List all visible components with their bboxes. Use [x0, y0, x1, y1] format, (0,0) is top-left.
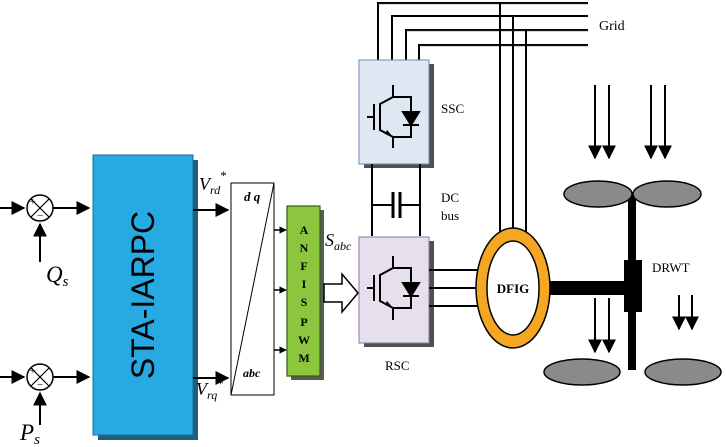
- pwm-letter: A: [300, 223, 309, 237]
- pwm-box: [286, 205, 321, 377]
- pwm-letter: F: [300, 259, 307, 273]
- vrq-label: Vrq*: [196, 376, 224, 402]
- wind-arrows-lower: [588, 295, 699, 354]
- blade: [543, 358, 621, 386]
- tower-shaft: [628, 195, 636, 370]
- pwm-letter: N: [300, 241, 309, 255]
- ps-label: Ps: [19, 420, 40, 447]
- controller-label: STA-IARPC: [125, 211, 161, 379]
- dq-label: d q: [244, 189, 261, 204]
- dfig-label: DFIG: [497, 281, 530, 296]
- qs-sum-plus: +: [30, 197, 36, 208]
- rsc-box: [358, 236, 430, 344]
- controller-box: [92, 154, 194, 436]
- dfig-machine: DFIG: [475, 227, 551, 349]
- dc-bus: [371, 164, 421, 236]
- dq-abc-transform: d q abc: [230, 182, 275, 396]
- dc-label-line1: DC: [441, 190, 459, 205]
- rsc-label: RSC: [385, 358, 410, 373]
- sabc-label: Sabc: [325, 230, 352, 253]
- ssc-converter: [358, 59, 434, 168]
- controller-block: STA-IARPC: [92, 154, 198, 440]
- sabc-arrow: [323, 271, 359, 315]
- pwm-letter: W: [298, 333, 310, 347]
- ssc-igbt-symbol: [367, 85, 421, 148]
- wind-arrows-upper: [588, 85, 672, 160]
- ps-sum-plus: +: [30, 366, 36, 377]
- ps-sum-minus: −: [37, 379, 43, 391]
- ssc-label: SSC: [441, 101, 464, 116]
- abc-label: abc: [243, 366, 261, 380]
- drivetrain: [550, 195, 642, 370]
- anfis-pwm-block: A N F I S P W M: [286, 205, 324, 380]
- blade: [644, 358, 722, 386]
- grid-label: Grid: [599, 19, 625, 34]
- lower-rotor: [543, 358, 722, 386]
- dc-label-line2: bus: [441, 208, 459, 223]
- blade: [563, 180, 633, 208]
- blade: [632, 180, 702, 208]
- shaft: [550, 281, 624, 295]
- rsc-igbt-symbol: [367, 256, 421, 320]
- transform-diagonal: [230, 182, 275, 396]
- vrd-label: Vrd*: [199, 168, 227, 197]
- upper-rotor: [563, 180, 702, 208]
- pwm-letter: M: [298, 351, 309, 365]
- qs-sum-group: + − Qs: [0, 194, 91, 290]
- dfig-rotor: [486, 240, 540, 336]
- qs-label: Qs: [46, 262, 69, 290]
- pwm-letters: A N F I S P W M: [298, 223, 310, 365]
- pwm-letter: S: [301, 295, 308, 309]
- pwm-letter: I: [302, 277, 307, 291]
- ps-sum-group: + − Ps: [0, 363, 91, 447]
- rsc-converter: [358, 236, 434, 347]
- pwm-letter: P: [300, 315, 307, 329]
- qs-sum-minus: −: [37, 210, 43, 222]
- grid-lines: [377, 2, 588, 232]
- drwt-label: DRWT: [652, 260, 690, 275]
